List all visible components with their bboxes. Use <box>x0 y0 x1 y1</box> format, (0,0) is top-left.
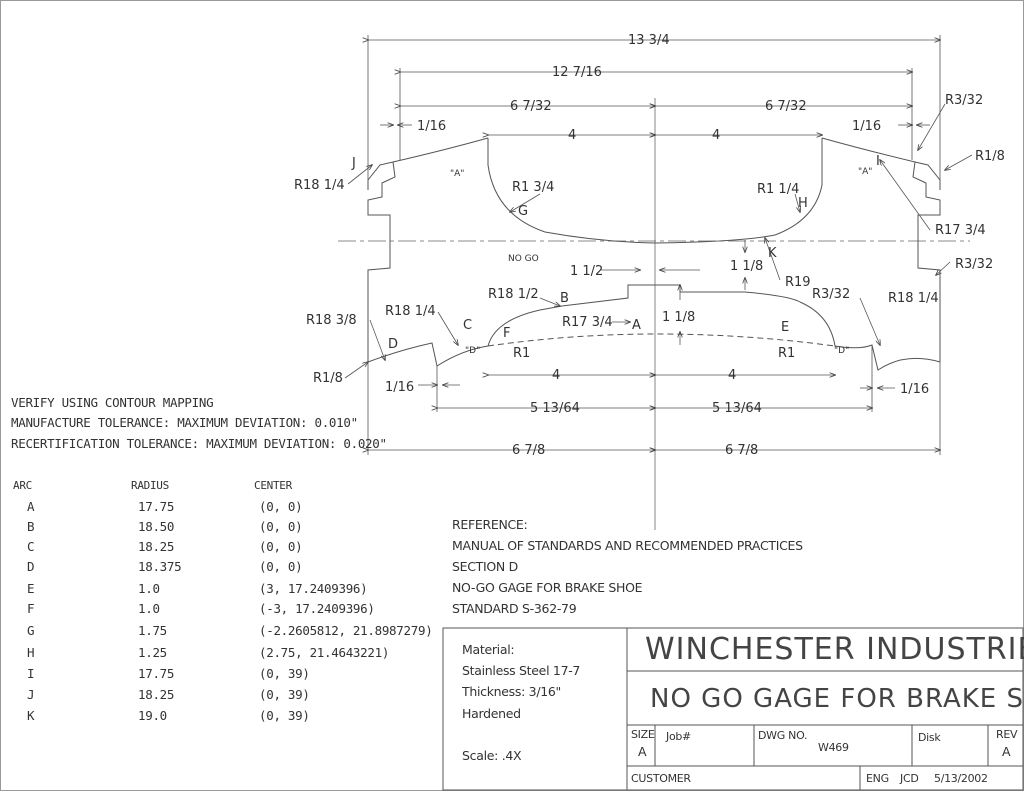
label-B: B <box>560 291 569 306</box>
note-line-1: VERIFY USING CONTOUR MAPPING <box>11 395 214 410</box>
dim-r17-3-4-mid: R17 3/4 <box>562 315 613 330</box>
dim-r19: R19 <box>785 275 811 290</box>
label-H: H <box>798 196 808 211</box>
dim-r18-1-2: R18 1/2 <box>488 287 539 302</box>
dim-sixteenth-bl: 1/16 <box>385 380 414 395</box>
date-value: 5/13/2002 <box>934 772 988 785</box>
label-D-right-quote: "D" <box>834 346 849 356</box>
label-F: F <box>503 326 510 341</box>
label-A: A <box>632 318 641 333</box>
dim-five-left: 5 13/64 <box>530 401 580 416</box>
reference-line-5: STANDARD S-362-79 <box>452 601 577 616</box>
dim-r3-32-right: R3/32 <box>955 257 993 272</box>
dim-r3-32-top: R3/32 <box>945 93 983 108</box>
label-D: D <box>388 337 398 352</box>
job-label: Job# <box>666 730 691 743</box>
label-A-left-quote: "A" <box>450 169 464 179</box>
dim-r17-3-4-right: R17 3/4 <box>935 223 986 238</box>
disk-label: Disk <box>918 731 941 744</box>
dim-r3-32-mid: R3/32 <box>812 287 850 302</box>
dim-six-right: 6 7/8 <box>725 443 758 458</box>
label-J: J <box>351 156 356 171</box>
dim-r1-1-4: R1 1/4 <box>757 182 799 197</box>
radius-header: RADIUS <box>131 479 169 492</box>
dim-r1-8-right: R1/8 <box>975 149 1005 164</box>
company-name: WINCHESTER INDUSTRIES INC. <box>645 632 1024 667</box>
dim-r1-left: R1 <box>513 346 530 361</box>
note-line-2: MANUFACTURE TOLERANCE: MAXIMUM DEVIATION… <box>11 415 358 430</box>
dim-r1-right: R1 <box>778 346 795 361</box>
dim-r18-1-4-lower: R18 1/4 <box>385 304 436 319</box>
arc-header: ARC <box>13 479 32 492</box>
customer-label: CUSTOMER <box>631 772 691 785</box>
reference-line-4: NO-GO GAGE FOR BRAKE SHOE <box>452 580 643 595</box>
dim-sixteenth-tl: 1/16 <box>417 119 446 134</box>
dim-r18-3-8: R18 3/8 <box>306 313 357 328</box>
dim-one-eighth-right: 1 1/8 <box>730 259 763 274</box>
reference-line-1: REFERENCE: <box>452 517 528 532</box>
reference-line-2: MANUAL OF STANDARDS AND RECOMMENDED PRAC… <box>452 538 803 553</box>
reference-line-3: SECTION D <box>452 559 518 574</box>
dimension-labels: 13 3/4 12 7/16 6 7/32 6 7/32 1/16 1/16 4… <box>294 33 1005 458</box>
dim-r18-1-4-right: R18 1/4 <box>888 291 939 306</box>
label-E: E <box>781 320 789 335</box>
dim-r1-3-4: R1 3/4 <box>512 180 554 195</box>
size-label: SIZE <box>631 728 655 741</box>
label-A-right-quote: "A" <box>858 167 872 177</box>
label-G: G <box>518 204 528 219</box>
dim-half-right-top: 6 7/32 <box>765 99 807 114</box>
note-line-3: RECERTIFICATION TOLERANCE: MAXIMUM DEVIA… <box>11 436 387 451</box>
dim-one-eighth-mid: 1 1/8 <box>662 310 695 325</box>
dim-six-left: 6 7/8 <box>512 443 545 458</box>
dim-four-br: 4 <box>728 368 736 383</box>
center-header: CENTER <box>254 479 292 492</box>
dim-sixteenth-tr: 1/16 <box>852 119 881 134</box>
dim-overall: 13 3/4 <box>628 33 670 48</box>
dim-four-tr: 4 <box>712 128 720 143</box>
rev-label: REV <box>996 728 1018 741</box>
dim-sixteenth-br: 1/16 <box>900 382 929 397</box>
thickness-value: Thickness: 3/16" <box>462 684 561 699</box>
size-value: A <box>638 744 647 759</box>
dim-r1-8-left: R1/8 <box>313 371 343 386</box>
drawing-title: NO GO GAGE FOR BRAKE SHOE <box>650 684 1024 714</box>
label-C: C <box>463 318 472 333</box>
dim-one-half: 1 1/2 <box>570 264 603 279</box>
label-K: K <box>768 246 777 261</box>
eng-label: ENG <box>866 772 889 785</box>
small-labels: "A" "A" "D" "D" NO GO <box>450 167 872 356</box>
rev-value: A <box>1002 744 1011 759</box>
center-lines <box>338 98 970 530</box>
label-D-left-quote: "D" <box>465 346 480 356</box>
dim-inner: 12 7/16 <box>552 65 602 80</box>
hardened-value: Hardened <box>462 706 521 721</box>
dwg-number: W469 <box>818 741 849 754</box>
label-I: I <box>876 154 880 169</box>
dim-four-bl: 4 <box>552 368 560 383</box>
material-label: Material: <box>462 642 515 657</box>
title-block-grid <box>442 627 1024 791</box>
dim-five-right: 5 13/64 <box>712 401 762 416</box>
dimension-lines <box>344 35 973 455</box>
dim-four-tl: 4 <box>568 128 576 143</box>
material-value: Stainless Steel 17-7 <box>462 663 581 678</box>
eng-value: JCD <box>900 772 919 785</box>
scale-value: Scale: .4X <box>462 748 522 763</box>
dim-half-left-top: 6 7/32 <box>510 99 552 114</box>
dwg-label: DWG NO. <box>758 729 808 742</box>
dim-r18-1-4-left: R18 1/4 <box>294 178 345 193</box>
no-go-label: NO GO <box>508 254 539 264</box>
